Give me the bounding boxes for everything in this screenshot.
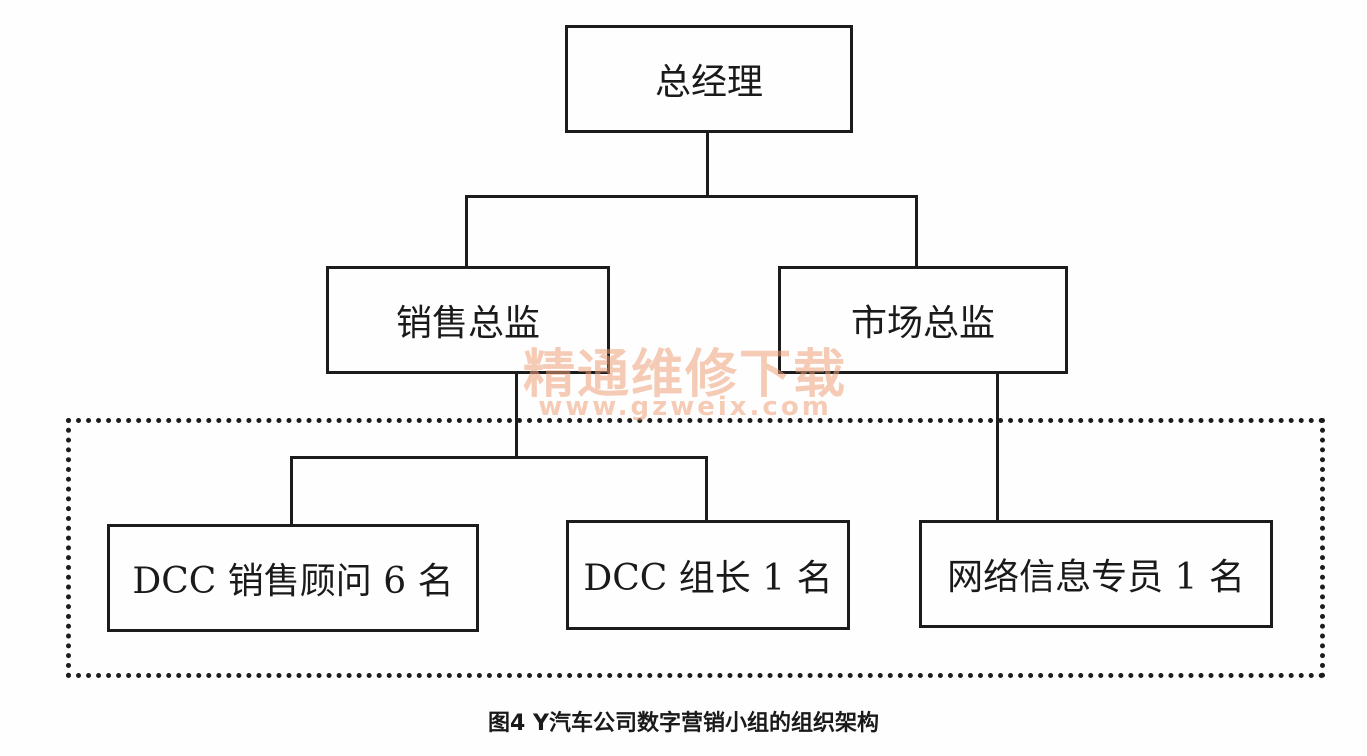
node-label: 市场总监 — [850, 303, 995, 344]
node-label: 总经理 — [654, 62, 763, 103]
node-sales-director: 销售总监 — [326, 266, 610, 374]
digital-marketing-team-boundary — [66, 418, 1325, 678]
connector-directors-horizontal — [465, 195, 918, 198]
watermark-url: www.gzweix.com — [538, 392, 832, 422]
watermark-title: 精通维修下载 — [522, 345, 847, 405]
node-label: 销售总监 — [395, 303, 540, 344]
node-dcc-sales-consultants: DCC 销售顾问 6 名 — [107, 524, 479, 632]
node-marketing-director: 市场总监 — [778, 266, 1068, 374]
node-label: DCC 组长 1 名 — [583, 558, 833, 599]
figure-caption: 图4 Y汽车公司数字营销小组的组织架构 — [488, 711, 879, 736]
connector-to-marketing-director — [915, 195, 918, 268]
node-dcc-team-leader: DCC 组长 1 名 — [566, 520, 850, 630]
node-network-info-specialist: 网络信息专员 1 名 — [919, 520, 1273, 628]
connector-to-team-leader — [705, 456, 708, 522]
connector-to-sales-consultants — [290, 456, 293, 526]
connector-to-sales-director — [465, 195, 468, 268]
connector-staff-horizontal — [290, 456, 708, 459]
connector-sales-director-down — [515, 372, 518, 458]
node-label: DCC 销售顾问 6 名 — [132, 561, 454, 602]
connector-root-down — [706, 130, 709, 196]
node-label: 网络信息专员 1 名 — [947, 557, 1245, 598]
node-general-manager: 总经理 — [565, 25, 853, 133]
connector-marketing-to-network-specialist — [996, 372, 999, 522]
